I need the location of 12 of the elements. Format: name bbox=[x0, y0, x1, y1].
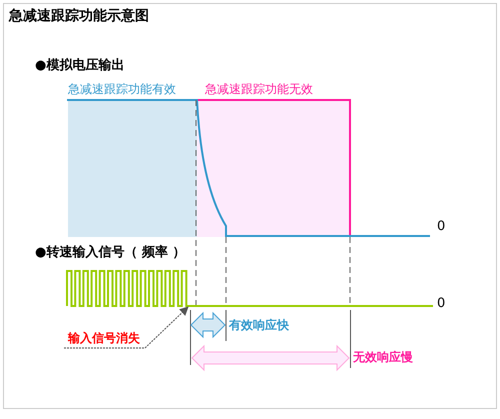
state-label: 急减速跟踪功能有效 bbox=[68, 82, 176, 96]
leader-line bbox=[64, 306, 189, 348]
pulse-signal-drawing bbox=[66, 270, 433, 307]
state-label: 急减速跟踪功能无效 bbox=[205, 82, 313, 96]
callout-text: 输入信号消失 bbox=[64, 331, 140, 348]
response-label: 无效响应慢 bbox=[353, 350, 413, 364]
zero-level-label: 0 bbox=[437, 297, 446, 311]
section-heading: ●模拟电压输出 bbox=[35, 59, 124, 73]
diagram-title: 急减速跟踪功能示意图 bbox=[9, 9, 149, 23]
zero-level-label: 0 bbox=[437, 220, 446, 234]
section-heading: ●转速输入信号（ 频率 ） bbox=[35, 246, 186, 260]
response-label: 有效响应快 bbox=[229, 318, 289, 332]
